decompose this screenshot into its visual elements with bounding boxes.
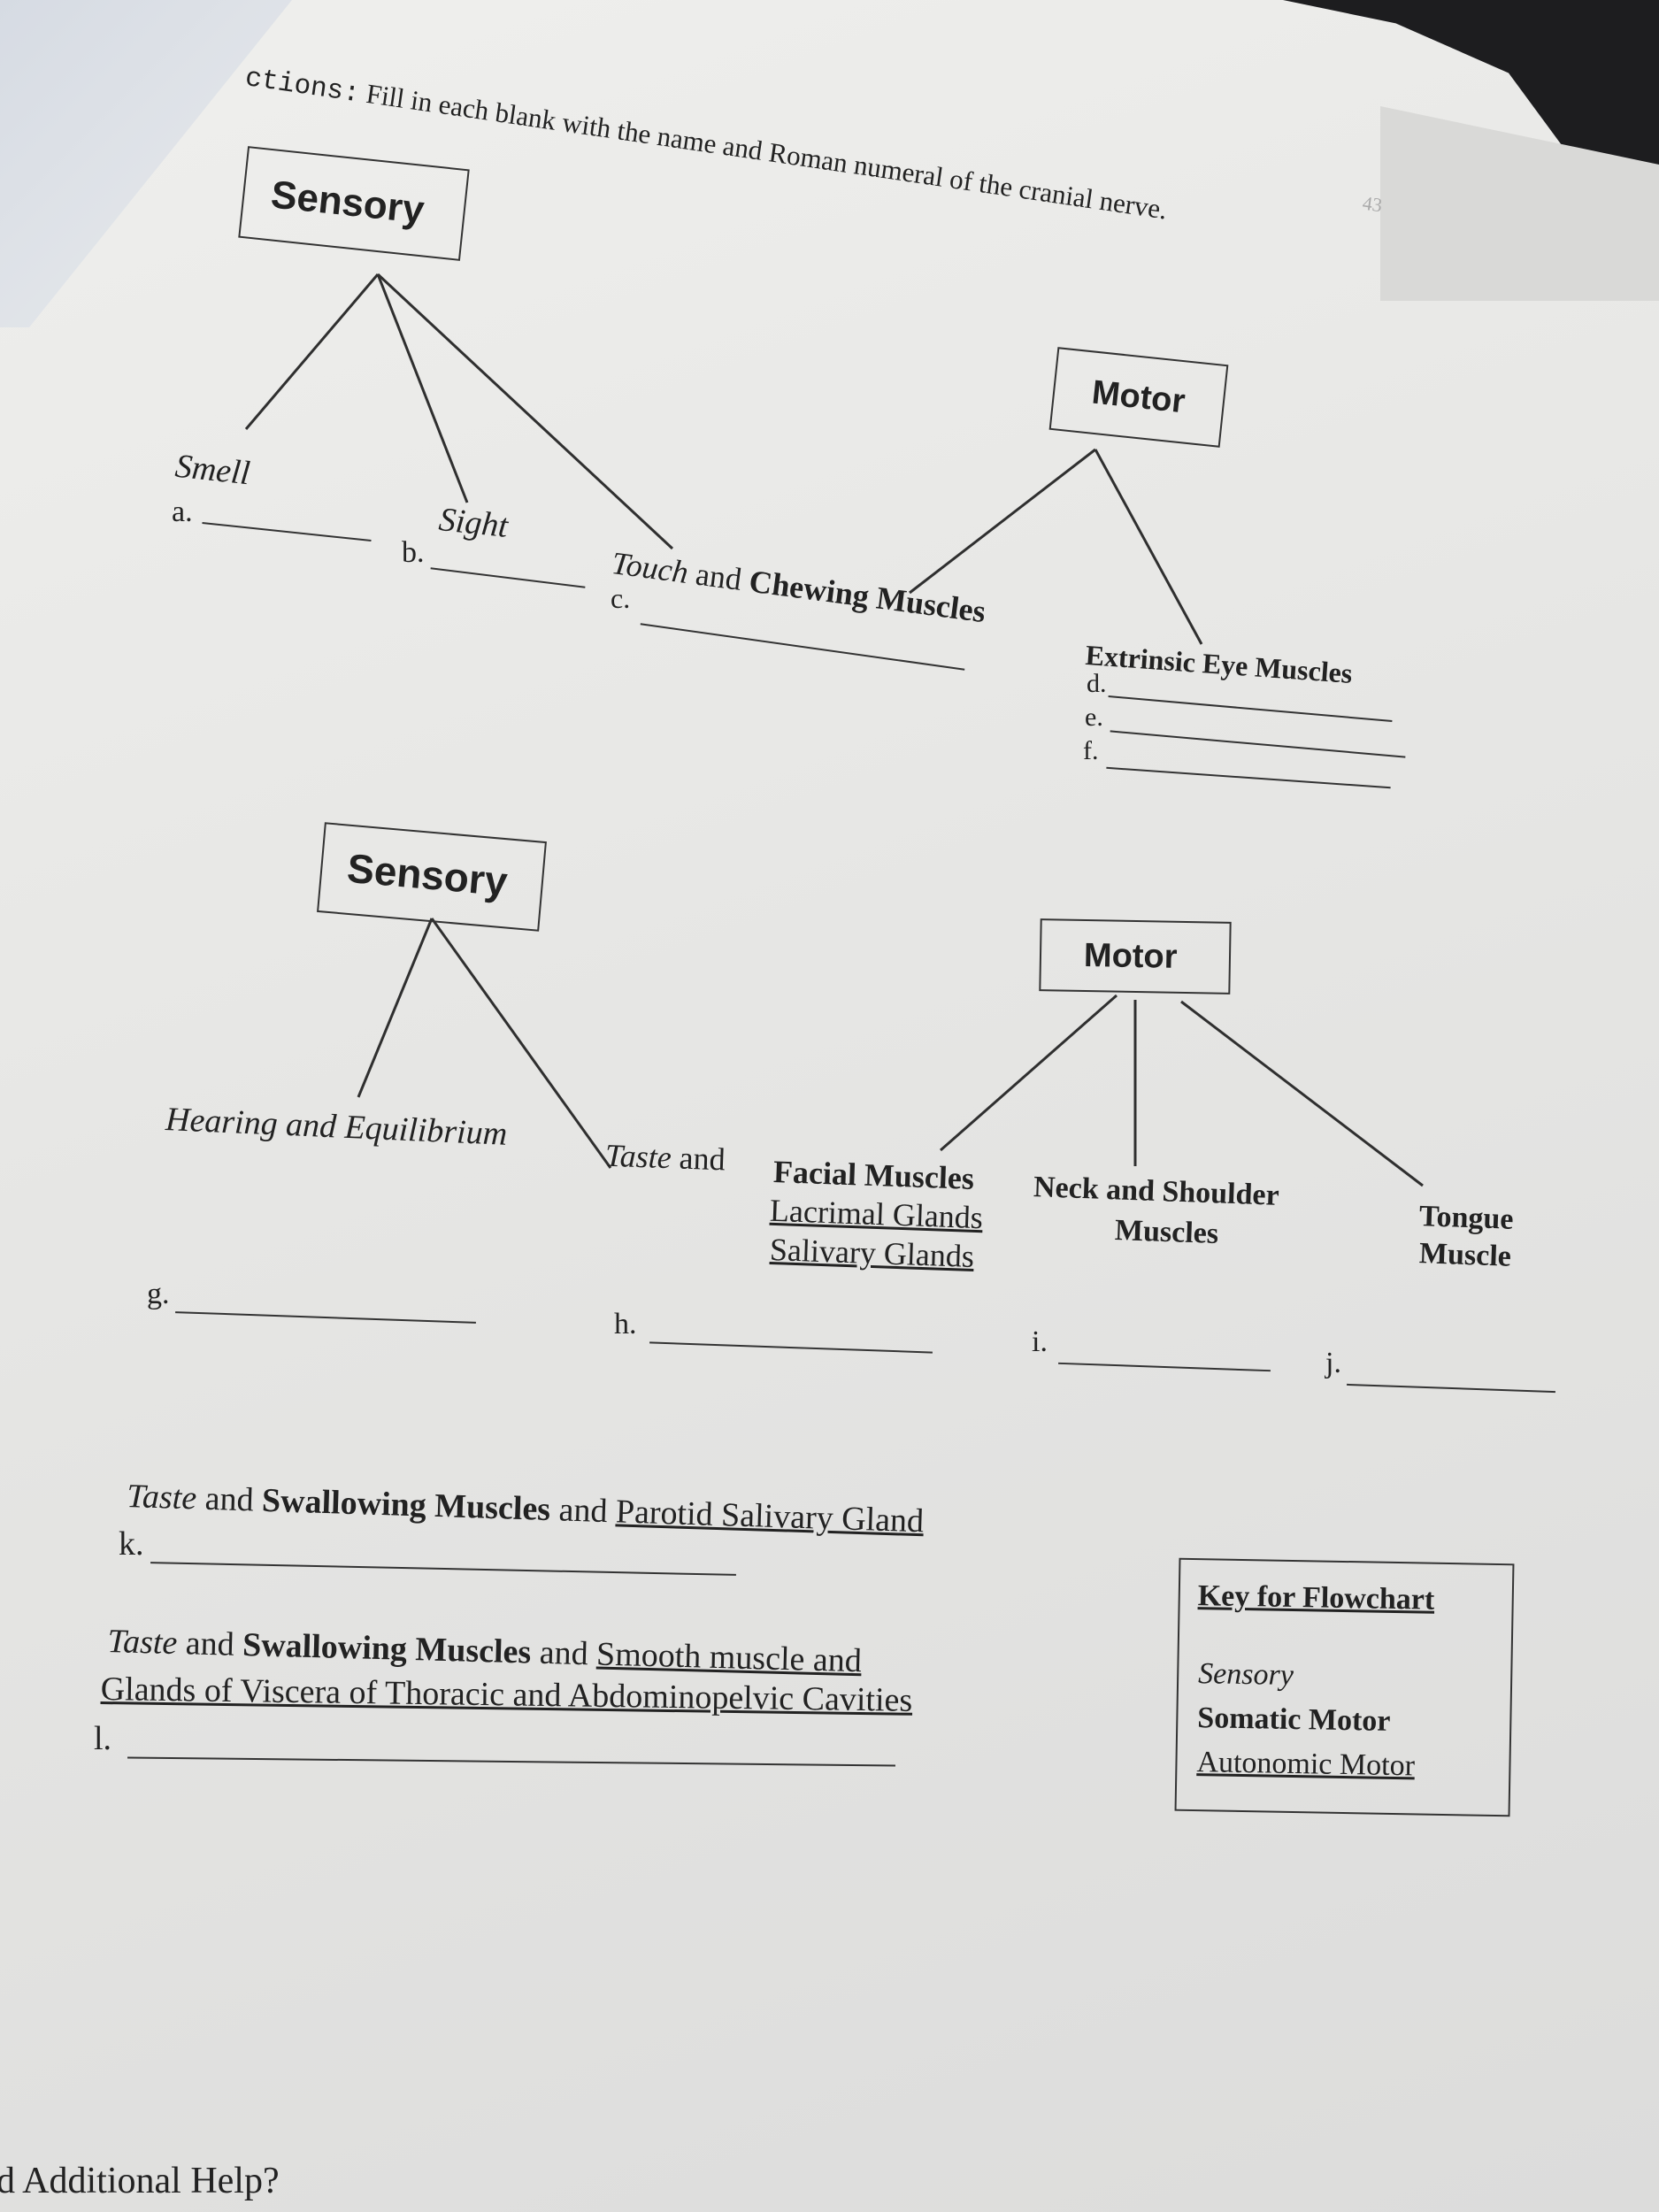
label-smell: Smell: [173, 447, 252, 493]
line-chewing: [909, 448, 1096, 595]
key-somatic-motor: Somatic Motor: [1197, 1701, 1391, 1738]
label-lacrimal-glands: Lacrimal Glands: [769, 1192, 984, 1236]
letter-b: b.: [402, 536, 425, 569]
label-taste-and: and: [679, 1140, 726, 1178]
item-l-taste: Taste: [106, 1623, 178, 1663]
item-k-and1: and: [204, 1479, 255, 1519]
sensory-box-mid: Sensory: [317, 822, 547, 932]
letter-d: d.: [1087, 669, 1107, 698]
letter-e: e.: [1085, 703, 1103, 732]
key-sensory: Sensory: [1197, 1657, 1294, 1692]
letter-i: i.: [1032, 1325, 1048, 1358]
item-l-and1: and: [185, 1624, 235, 1663]
item-l-smooth: Smooth muscle and: [595, 1635, 863, 1680]
motor-box-top-label: Motor: [1090, 373, 1187, 421]
item-l-and2: and: [539, 1633, 589, 1673]
line-tongue: [1180, 1000, 1424, 1187]
letter-l: l.: [94, 1720, 112, 1757]
key-title: Key for Flowchart: [1197, 1579, 1435, 1617]
letter-f: f.: [1083, 736, 1099, 765]
label-sight: Sight: [437, 501, 511, 545]
motor-box-mid: Motor: [1039, 918, 1232, 995]
item-k-and2: and: [557, 1491, 609, 1531]
sensory-box-top-label: Sensory: [269, 173, 426, 233]
motor-box-top: Motor: [1048, 347, 1229, 448]
line-smell: [244, 273, 380, 430]
letter-h: h.: [614, 1308, 637, 1340]
letter-g: g.: [147, 1278, 170, 1310]
label-neck-muscles: Muscles: [1114, 1213, 1219, 1251]
motor-box-mid-label: Motor: [1083, 936, 1178, 976]
letter-j: j.: [1325, 1347, 1341, 1379]
line-sight: [376, 273, 469, 503]
label-tongue: Tongue: [1418, 1200, 1515, 1236]
key-autonomic-motor: Autonomic Motor: [1196, 1746, 1416, 1783]
item-k-taste: Taste: [126, 1478, 197, 1517]
item-l-swallowing: Swallowing Muscles: [242, 1625, 532, 1671]
label-facial-muscles: Facial Muscles: [772, 1154, 975, 1196]
line-taste: [430, 918, 612, 1169]
letter-c: c.: [611, 582, 631, 614]
label-salivary-glands: Salivary Glands: [769, 1231, 975, 1275]
line-touch: [376, 273, 674, 550]
label-touch-and: and: [693, 556, 744, 597]
letter-k: k.: [119, 1525, 144, 1563]
label-taste-mid: Taste and: [604, 1137, 726, 1178]
sensory-box-mid-label: Sensory: [345, 844, 510, 905]
label-taste: Taste: [604, 1137, 672, 1176]
line-hearing: [357, 918, 434, 1098]
letter-a: a.: [172, 495, 193, 528]
footer-help: d Additional Help?: [0, 2161, 280, 2201]
flowchart-key: Key for Flowchart Sensory Somatic Motor …: [1174, 1557, 1515, 1817]
line-extrinsic-eye: [1094, 449, 1203, 645]
line-facial: [940, 994, 1118, 1152]
label-tongue-muscle: Muscle: [1418, 1237, 1512, 1273]
